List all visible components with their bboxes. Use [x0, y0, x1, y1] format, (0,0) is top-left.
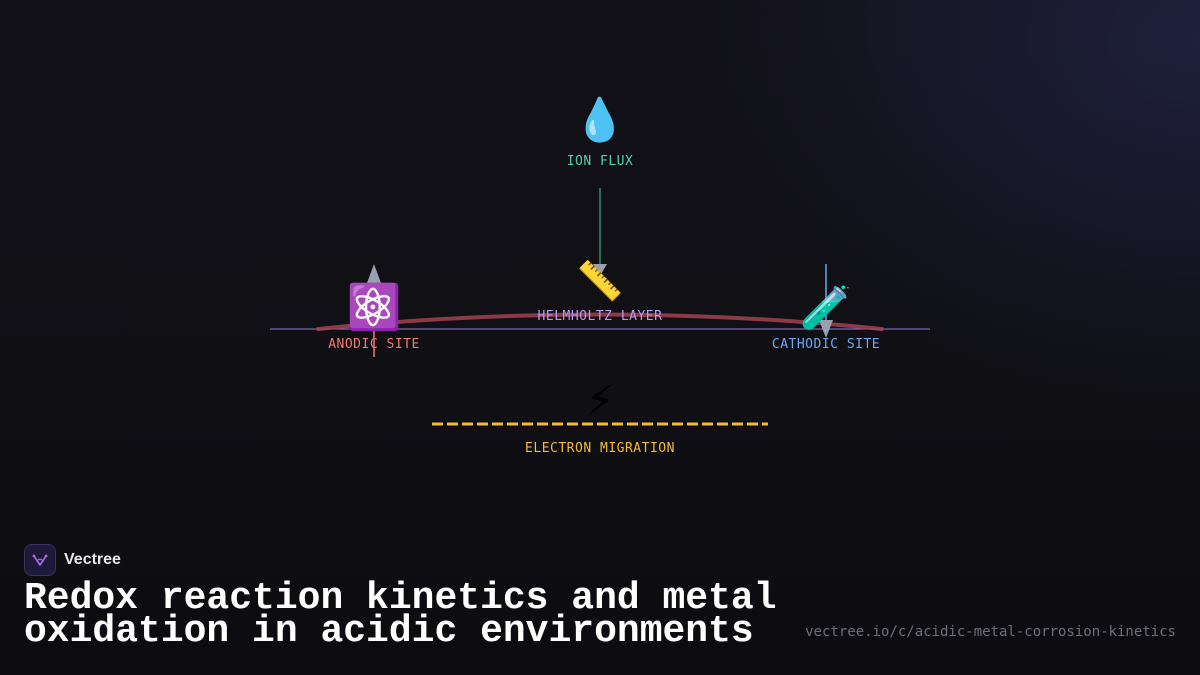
cathodic-arrowhead	[819, 320, 833, 338]
page-title: Redox reaction kinetics and metal oxidat…	[24, 577, 777, 653]
atom-icon: ⚛️	[347, 282, 402, 333]
brand-name: Vectree	[64, 551, 121, 568]
helmholtz-arc	[316, 312, 884, 331]
electron-migration-label: ELECTRON MIGRATION	[525, 441, 675, 456]
vectree-logo-icon	[24, 544, 56, 576]
lightning-icon: ⚡	[585, 376, 615, 425]
ruler-icon: 📏	[576, 259, 623, 303]
ion-flux-arrowhead	[593, 264, 607, 276]
ion-flux-label: ION FLUX	[567, 154, 634, 169]
helmholtz-layer-label: HELMHOLTZ LAYER	[538, 309, 663, 324]
cathodic-site-label: CATHODIC SITE	[772, 337, 880, 352]
source-url[interactable]: vectree.io/c/acidic-metal-corrosion-kine…	[805, 624, 1176, 640]
anodic-arrowhead	[367, 264, 381, 283]
test-tube-icon: 🧪	[800, 283, 852, 332]
anodic-site-label: ANODIC SITE	[328, 337, 420, 352]
brand[interactable]: Vectree	[24, 544, 121, 576]
water-droplet-icon: 💧	[574, 95, 626, 144]
